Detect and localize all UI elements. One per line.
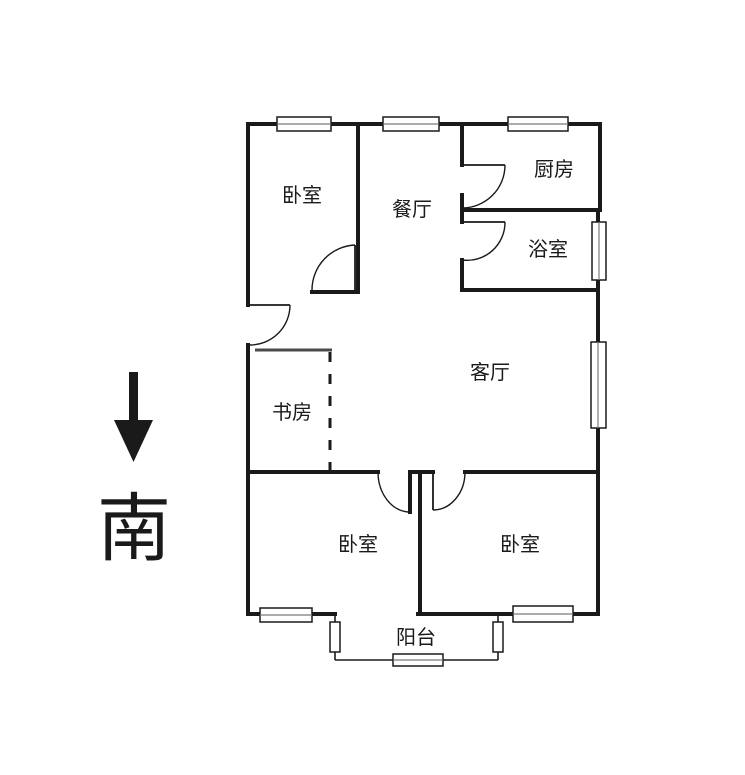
room-label-bedroom-s1: 卧室 xyxy=(338,532,378,556)
door-bedroom-s2 xyxy=(432,471,466,511)
window-balcony-east xyxy=(492,621,504,653)
window-south-1 xyxy=(259,607,313,623)
room-label-kitchen: 厨房 xyxy=(534,157,574,181)
room-label-living: 客厅 xyxy=(470,360,510,384)
compass: 南 xyxy=(97,372,171,572)
room-label-bedroom-nw: 卧室 xyxy=(282,183,322,207)
windows xyxy=(259,116,607,667)
down-arrow-icon xyxy=(114,372,153,462)
door-entry xyxy=(248,304,291,346)
window-balcony-south xyxy=(392,653,444,667)
room-label-bathroom: 浴室 xyxy=(528,237,568,261)
window-north-1 xyxy=(276,116,332,132)
door-bathroom xyxy=(461,221,506,262)
doors xyxy=(248,164,506,513)
door-bedroom-nw xyxy=(311,244,356,291)
room-label-balcony: 阳台 xyxy=(396,625,436,649)
room-label-bedroom-s2: 卧室 xyxy=(500,532,540,556)
window-north-3 xyxy=(507,116,569,132)
room-label-dining: 餐厅 xyxy=(392,197,432,221)
window-balcony-west xyxy=(329,621,341,653)
window-north-2 xyxy=(382,116,440,132)
room-labels: 卧室 餐厅 厨房 浴室 客厅 书房 卧室 卧室 阳台 xyxy=(272,157,574,649)
room-label-study: 书房 xyxy=(272,400,312,424)
door-kitchen xyxy=(461,164,506,209)
window-east-bath xyxy=(591,221,607,281)
door-bedroom-s1 xyxy=(377,471,411,513)
window-south-2 xyxy=(512,605,574,623)
window-east-living xyxy=(590,341,607,429)
compass-direction-south: 南 xyxy=(97,486,171,572)
